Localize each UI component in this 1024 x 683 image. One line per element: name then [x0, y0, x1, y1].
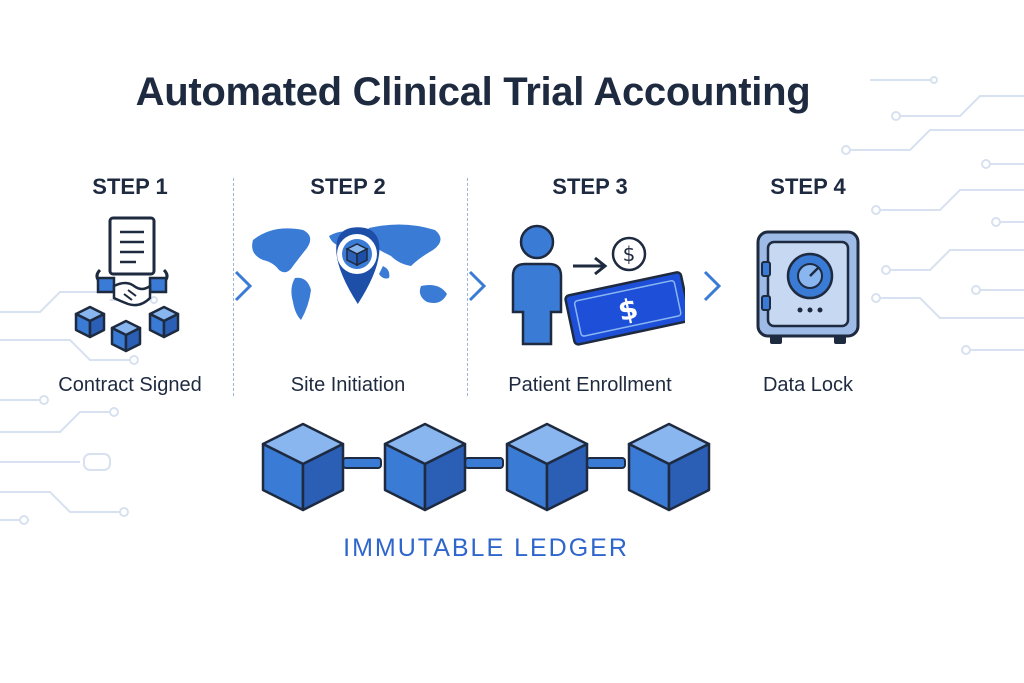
contract-handshake-icon [74, 216, 180, 353]
step-caption: Patient Enrollment [508, 374, 672, 396]
step-divider [233, 178, 234, 396]
step-3: STEP 3 $ $ Patient Enrollment [475, 172, 705, 397]
ledger-block [261, 422, 345, 512]
step-label: STEP 2 [310, 174, 386, 199]
step-1: STEP 1 Contract Signed [15, 172, 245, 397]
ledger-block [505, 422, 589, 512]
step-4: STEP 4 Data Lock [693, 172, 923, 397]
world-map-pin-icon [252, 224, 447, 320]
chevron-right-icon [703, 270, 722, 302]
step-divider [467, 178, 468, 396]
chevron-right-icon [234, 270, 253, 302]
step-caption: Site Initiation [290, 374, 406, 396]
ledger-block [627, 422, 711, 512]
step-caption: Data Lock [762, 374, 854, 396]
step-label: STEP 1 [92, 174, 168, 199]
chevron-right-icon [468, 270, 487, 302]
ledger-label: IMMUTABLE LEDGER [343, 534, 629, 562]
step-2: STEP 2 Site Initiation [233, 172, 463, 397]
step-label: STEP 4 [770, 174, 846, 199]
vault-icon [756, 230, 860, 344]
step-caption: Contract Signed [58, 374, 202, 396]
page-title: Automated Clinical Trial Accounting [135, 70, 811, 114]
step-label: STEP 3 [552, 174, 628, 199]
svg-text:$: $ [623, 242, 636, 266]
ledger-block [383, 422, 467, 512]
blockchain-chain [261, 422, 711, 512]
chain-links [342, 457, 626, 469]
patient-payment-icon: $ $ [511, 224, 685, 346]
